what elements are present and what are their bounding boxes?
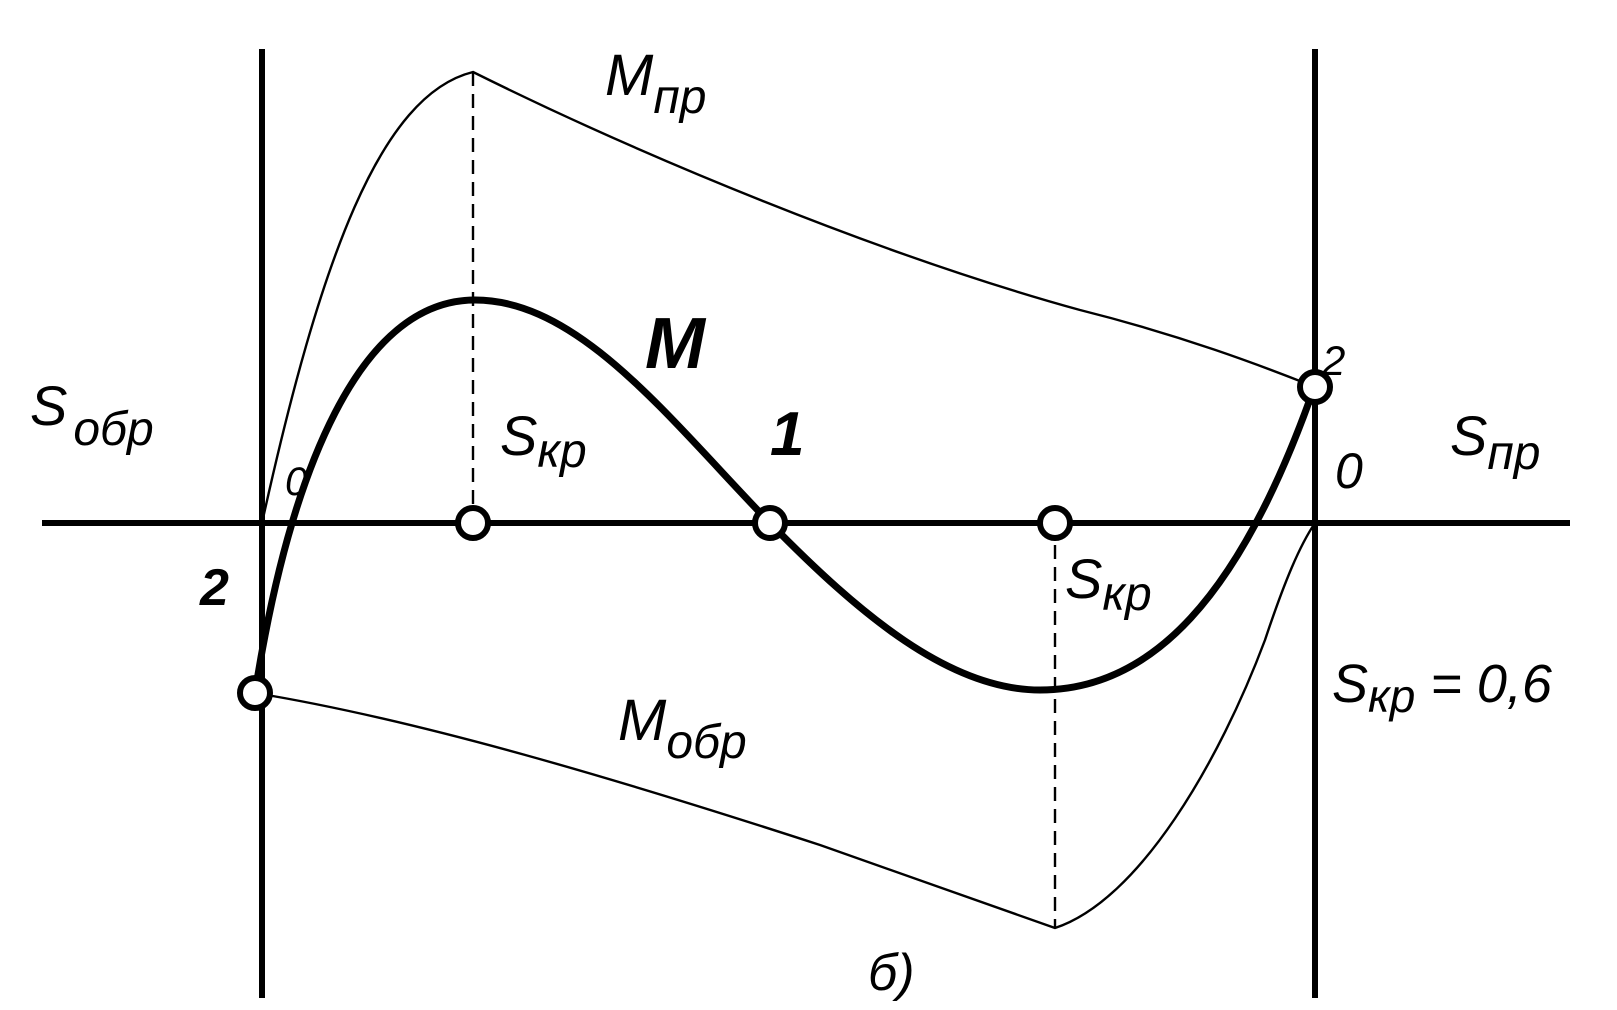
left-zero-label: 0 — [285, 460, 307, 504]
left-point-two-node — [237, 675, 273, 711]
left-critical-slip-label: Sкр — [500, 404, 587, 478]
point-one-label: 1 — [770, 400, 804, 469]
right-point-two-node — [1297, 369, 1333, 405]
left-two-label: 2 — [199, 559, 229, 617]
right-zero-label: 0 — [1335, 443, 1363, 499]
left-critical-slip-node — [455, 505, 491, 541]
right-critical-slip-label: Sкр — [1065, 547, 1152, 621]
reverse-torque-label: Mобр — [618, 688, 747, 769]
forward-torque-label: Mпр — [605, 43, 706, 124]
right-critical-slip-node — [1037, 505, 1073, 541]
point-one-node — [752, 505, 788, 541]
figure-caption: б) — [868, 944, 915, 1002]
forward-torque-curve — [260, 70, 1317, 525]
right-two-label: 2 — [1321, 337, 1345, 384]
critical-slip-value-label: Sкр = 0,6 — [1332, 654, 1553, 722]
resulting-torque-label: M — [645, 304, 707, 384]
forward-slip-label: Sпр — [1450, 404, 1540, 480]
reverse-torque-curve — [253, 521, 1317, 930]
resulting-torque-curve — [251, 296, 1319, 697]
